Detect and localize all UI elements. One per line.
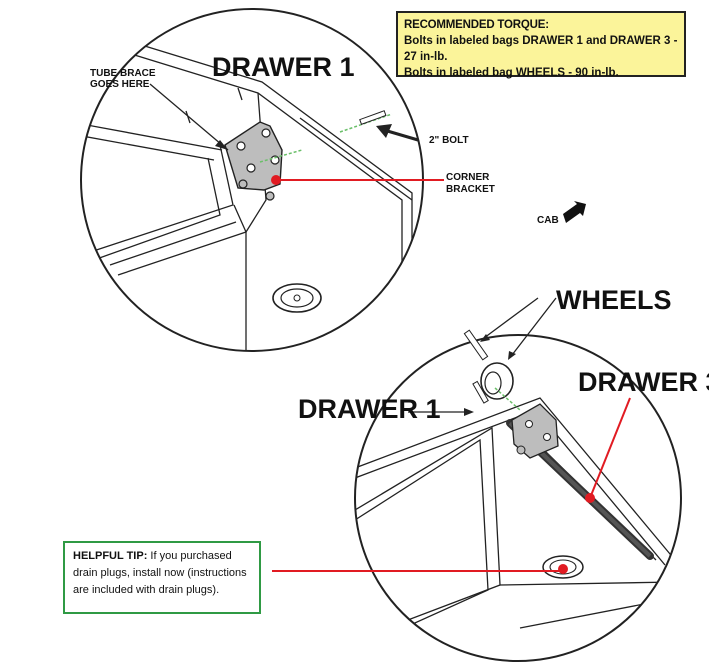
tube-brace-label-2: GOES HERE — [90, 79, 150, 90]
wheels-label: WHEELS — [556, 285, 672, 315]
tube-brace-label-1: TUBE BRACE — [90, 68, 156, 79]
drawer3-label: DRAWER 3 — [578, 367, 709, 397]
helpful-tip-note: HELPFUL TIP: If you purchased drain plug… — [63, 541, 261, 614]
bolt-label: 2" BOLT — [429, 135, 469, 146]
bottom-bracket-icon — [511, 403, 559, 459]
corner-bracket-label-2: BRACKET — [446, 184, 495, 195]
torque-title: RECOMMENDED TORQUE: — [404, 19, 549, 31]
callout-lines — [149, 83, 631, 574]
torque-line-1: Bolts in labeled bags DRAWER 1 and DRAWE… — [404, 35, 678, 63]
cab-arrow-icon — [563, 201, 586, 223]
drawer1-top-label: DRAWER 1 — [212, 52, 355, 82]
cab-label: CAB — [537, 215, 559, 226]
tip-text: If you purchased drain plugs, install no… — [73, 550, 247, 596]
bottom-detail-circle — [354, 329, 682, 662]
drain-plug-icon — [272, 283, 322, 313]
corner-bracket-icon — [224, 121, 303, 201]
wheel-icon — [463, 329, 521, 411]
torque-note: RECOMMENDED TORQUE: Bolts in labeled bag… — [396, 11, 686, 79]
tip-prefix: HELPFUL TIP: — [73, 550, 148, 562]
corner-bracket-label-1: CORNER — [446, 172, 490, 183]
drawer1-bottom-label: DRAWER 1 — [298, 394, 441, 424]
torque-line-2: Bolts in labeled bag WHEELS - 90 in-lb. — [404, 67, 619, 79]
bolt-icon — [339, 110, 393, 133]
